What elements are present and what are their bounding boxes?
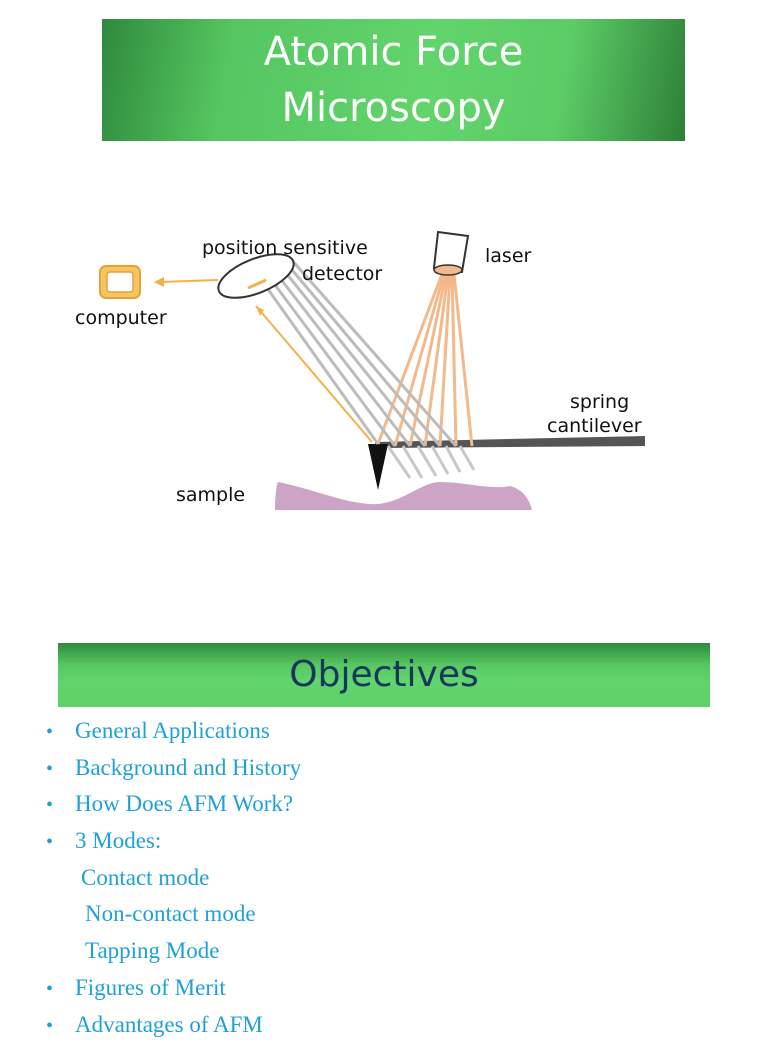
computer-icon <box>100 266 140 298</box>
list-item-text: General Applications <box>75 718 270 743</box>
label-cantilever: cantilever <box>547 415 642 437</box>
sample-surface <box>275 482 532 510</box>
title-line-2: Microscopy <box>102 80 685 136</box>
list-item-text: Background and History <box>75 755 301 780</box>
list-item-text: Figures of Merit <box>75 975 226 1000</box>
list-item: •Figures of Merit <box>46 970 301 1007</box>
reflected-beams <box>250 258 456 446</box>
objectives-banner: Objectives <box>58 643 710 707</box>
list-item-text: Advantages of AFM <box>75 1012 263 1037</box>
list-item-text: Contact mode <box>46 865 209 890</box>
bullet-icon: • <box>46 971 75 1008</box>
deflection-fan <box>388 446 474 478</box>
list-item-text: 3 Modes: <box>75 828 161 853</box>
objectives-heading: Objectives <box>289 654 478 695</box>
label-sample: sample <box>176 484 245 506</box>
output-arrow <box>160 280 218 282</box>
laser-icon <box>434 232 468 275</box>
bullet-icon: • <box>46 751 75 788</box>
afm-tip <box>368 444 388 490</box>
label-detector: detector <box>302 263 382 285</box>
bullet-icon: • <box>46 824 75 861</box>
title-banner: Atomic Force Microscopy <box>102 19 685 141</box>
list-item-text: Non-contact mode <box>46 901 256 926</box>
bullet-icon: • <box>46 714 75 751</box>
list-item-text: How Does AFM Work? <box>75 791 293 816</box>
label-computer: computer <box>75 307 167 329</box>
list-item: Contact mode <box>46 860 301 897</box>
list-item: Non-contact mode <box>46 896 301 933</box>
title-line-1: Atomic Force <box>102 24 685 80</box>
list-item: •How Does AFM Work? <box>46 786 301 823</box>
bullet-icon: • <box>46 1008 75 1044</box>
list-item-text: Tapping Mode <box>46 938 219 963</box>
list-item: •Background and History <box>46 750 301 787</box>
list-item: •3 Modes: <box>46 823 301 860</box>
spring-cantilever <box>375 436 645 448</box>
label-position-sensitive: position sensitive <box>202 237 368 259</box>
afm-diagram: position sensitive detector laser comput… <box>70 220 680 530</box>
bullet-icon: • <box>46 787 75 824</box>
label-laser: laser <box>485 245 532 267</box>
label-spring: spring <box>570 391 629 413</box>
list-item: Tapping Mode <box>46 933 301 970</box>
list-item: •General Applications <box>46 713 301 750</box>
objectives-list: •General Applications•Background and His… <box>46 713 301 1043</box>
laser-beams <box>378 274 472 446</box>
list-item: •Advantages of AFM <box>46 1007 301 1044</box>
